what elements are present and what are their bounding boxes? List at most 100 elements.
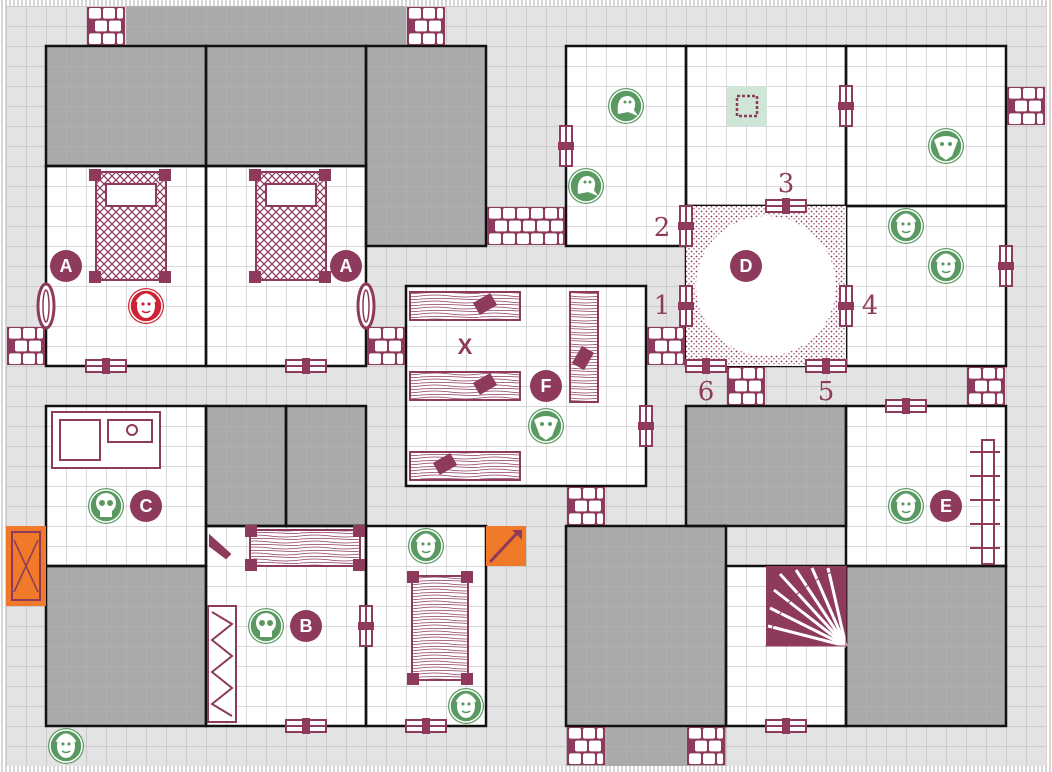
special-tiles [6, 526, 526, 606]
stone-block-5 [647, 327, 685, 365]
rock-8 [46, 566, 206, 726]
trap-tile[interactable] [727, 86, 767, 126]
skull-icon[interactable] [248, 608, 284, 644]
rock-2 [366, 166, 486, 246]
door-13[interactable] [885, 398, 927, 414]
bone-item[interactable] [209, 533, 232, 560]
svg-text:F: F [541, 376, 552, 396]
rock-7 [846, 566, 1006, 726]
number-6: 6 [698, 377, 715, 407]
room-labels: A A B C D E F [50, 250, 962, 642]
door-8[interactable] [838, 285, 854, 327]
ghost-icon[interactable] [568, 168, 604, 204]
rock-1 [46, 46, 486, 166]
orc-icon[interactable] [888, 488, 924, 524]
room-label-c: C [130, 490, 162, 522]
stone-block-7 [967, 367, 1005, 405]
room-floor-4 [846, 46, 1006, 206]
number-3: 3 [778, 169, 795, 199]
door-14[interactable] [638, 405, 654, 447]
rubble-room-b[interactable] [207, 605, 237, 723]
skull-icon[interactable] [88, 488, 124, 524]
wall-16 [684, 404, 848, 528]
wall-19 [284, 404, 368, 528]
number-1: 1 [654, 291, 671, 321]
door-9[interactable] [765, 198, 807, 214]
stone-block-4 [487, 207, 565, 245]
table-b-top[interactable] [245, 525, 365, 571]
boss-icon[interactable] [128, 288, 164, 324]
table-f-bottom[interactable] [409, 451, 521, 481]
room-label-f: F [530, 370, 562, 402]
ghost-icon[interactable] [608, 88, 644, 124]
rock-0 [126, 6, 406, 46]
svg-text:B: B [300, 616, 313, 636]
number-4: 4 [862, 291, 879, 321]
door-0[interactable] [85, 358, 127, 374]
svg-text:A: A [60, 256, 73, 276]
rock-6 [686, 406, 846, 526]
bed-right[interactable] [249, 169, 331, 283]
wall-14 [364, 44, 488, 248]
wall-17 [564, 524, 728, 728]
numbers: 1 2 3 4 5 6 [654, 169, 879, 407]
door-10[interactable] [685, 358, 727, 374]
room-label-a2: A [330, 250, 362, 282]
room-label-d: D [730, 250, 762, 282]
door-7[interactable] [678, 285, 694, 327]
stone-block-2 [7, 327, 45, 365]
furniture [51, 169, 1000, 723]
svg-text:E: E [940, 496, 952, 516]
stone-blocks [7, 7, 1045, 765]
stone-block-0 [87, 7, 125, 45]
door-5[interactable] [838, 85, 854, 127]
door-6[interactable] [678, 205, 694, 247]
pit-room-d [686, 206, 846, 366]
x-marker: X [458, 334, 473, 359]
stone-block-8 [1007, 87, 1045, 125]
door-11[interactable] [805, 358, 847, 374]
chest-tile[interactable] [6, 526, 46, 606]
door-18[interactable] [765, 718, 807, 734]
bed-left[interactable] [89, 169, 171, 283]
svg-text:C: C [140, 496, 153, 516]
orc-icon[interactable] [928, 248, 964, 284]
door-2[interactable] [36, 282, 56, 330]
table-b-right[interactable] [407, 571, 473, 685]
stone-block-11 [687, 727, 725, 765]
stone-block-1 [407, 7, 445, 45]
number-2: 2 [654, 213, 671, 243]
door-4[interactable] [558, 125, 574, 167]
svg-text:D: D [740, 256, 753, 276]
room-label-b: B [290, 610, 322, 642]
stairs-fan[interactable] [765, 565, 848, 648]
gargoyle-icon[interactable] [528, 408, 564, 444]
door-3[interactable] [356, 282, 376, 330]
table-f-middle[interactable] [409, 371, 521, 401]
door-1[interactable] [285, 358, 327, 374]
orc-icon[interactable] [448, 688, 484, 724]
table-f-top[interactable] [409, 291, 521, 321]
table-f-vertical[interactable] [569, 291, 599, 403]
room-label-a: A [50, 250, 82, 282]
gargoyle-icon[interactable] [928, 128, 964, 164]
spear-tile[interactable] [486, 526, 526, 566]
stone-block-3 [367, 327, 405, 365]
svg-text:A: A [340, 256, 353, 276]
door-16[interactable] [285, 718, 327, 734]
orc-icon[interactable] [48, 728, 84, 764]
stone-block-9 [567, 487, 605, 525]
orc-icon[interactable] [888, 208, 924, 244]
stone-block-10 [567, 727, 605, 765]
door-15[interactable] [358, 605, 374, 647]
number-5: 5 [818, 377, 835, 407]
desk-room-c[interactable] [51, 411, 161, 469]
door-17[interactable] [405, 718, 447, 734]
weapon-rack-room-e[interactable] [970, 439, 1000, 565]
room-label-e: E [930, 490, 962, 522]
wall-20 [44, 564, 208, 728]
orc-icon[interactable] [408, 528, 444, 564]
wall-6 [404, 284, 648, 488]
door-12[interactable] [998, 245, 1014, 287]
